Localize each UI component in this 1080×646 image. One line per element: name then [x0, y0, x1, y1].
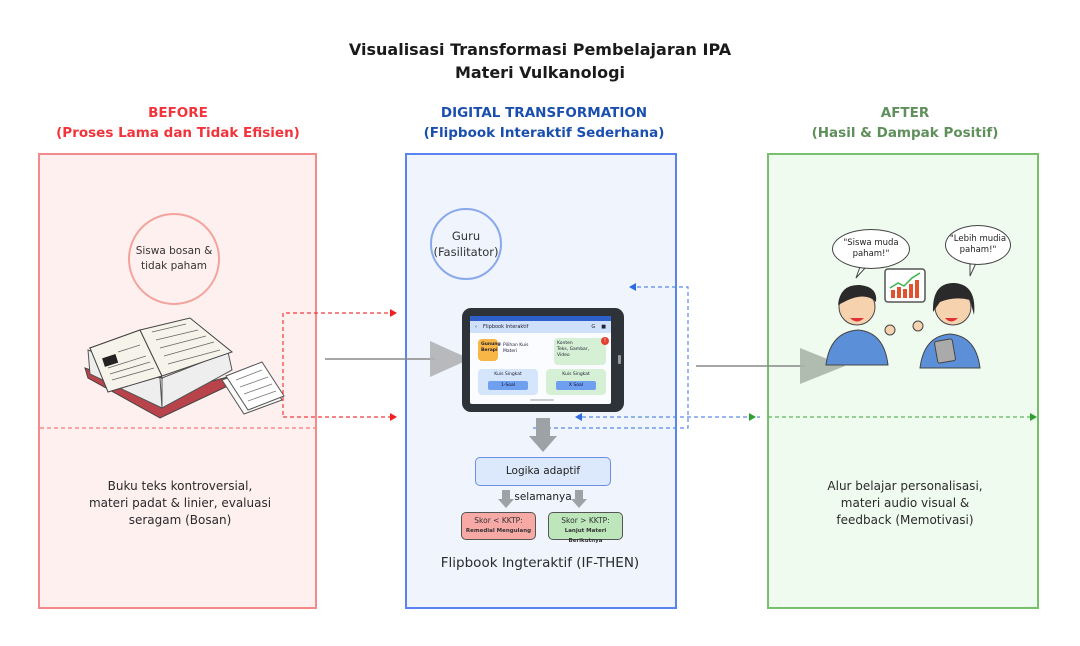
- desc-line-3: feedback (Memotivasi): [836, 513, 974, 527]
- quiz-card-title: Kuis Singkat: [562, 372, 590, 377]
- topic-card: Gunung Berapi: [478, 339, 501, 361]
- before-heading: BEFORE (Proses Lama dan Tidak Efisien): [28, 103, 328, 143]
- desc-line-3: seragam (Bosan): [128, 513, 232, 527]
- student-status-circle: Siswa bosan & tidak paham: [128, 213, 220, 305]
- digital-title: DIGITAL TRANSFORMATION: [440, 105, 648, 121]
- after-panel: [767, 153, 1039, 609]
- speech-bubble-1: "Siswa muda paham!": [832, 229, 910, 269]
- arrowhead-icon: [749, 413, 756, 421]
- condition-action: Remedial Mengulang: [465, 528, 532, 534]
- before-title: BEFORE: [148, 105, 208, 121]
- tablet-home-button: [618, 355, 621, 364]
- content-card: Konten Teks, Gambar, Video: [554, 338, 606, 365]
- quiz-card-title: Kuis Singkat: [494, 372, 522, 377]
- bubble-line-1: "Lebih mudia: [949, 234, 1007, 244]
- flipbook-caption: Flipbook Ingteraktif (IF-THEN): [440, 555, 640, 571]
- quiz-card-2: Kuis Singkat X Soal: [546, 369, 606, 395]
- tablet-statusbar: [470, 316, 611, 321]
- topic-description: Pilihan Kuis Materi: [503, 343, 529, 354]
- condition-high-score: Skor > KKTP: Lanjut Materi Berikutnya: [548, 512, 623, 544]
- arrowhead-icon: [390, 309, 397, 317]
- desc-line-2: materi audio visual &: [840, 496, 970, 510]
- quiz-button: 1-Soal: [488, 381, 528, 390]
- flipbook-tablet: ‹ Flipbook Interaktif G ■ Gunung Berapi …: [462, 308, 624, 412]
- digital-subtitle: (Flipbook Interaktif Sederhana): [423, 125, 665, 141]
- teacher-facilitator-circle: Guru (Fasilitator): [430, 208, 502, 280]
- speech-bubble-2: "Lebih mudia paham!": [945, 225, 1011, 265]
- quiz-card-1: Kuis Singkat 1-Soal: [478, 369, 538, 395]
- bubble-line-2: paham!": [852, 249, 890, 259]
- tablet-screen: ‹ Flipbook Interaktif G ■ Gunung Berapi …: [470, 316, 611, 404]
- title-line-2: Materi Vulkanologi: [454, 63, 626, 82]
- circle-line-2: tidak paham: [141, 260, 207, 272]
- after-heading: AFTER (Hasil & Dampak Positif): [760, 103, 1050, 143]
- condition-title: Skor > KKTP:: [561, 516, 610, 525]
- after-title: AFTER: [880, 105, 930, 121]
- condition-low-score: Skor < KKTP: Remedial Mengulang: [461, 512, 536, 540]
- notification-badge: !: [601, 337, 609, 345]
- quiz-button: X Soal: [556, 381, 596, 390]
- after-description: Alur belajar personalisasi, materi audio…: [790, 478, 1020, 529]
- content-card-title: Konten: [557, 341, 573, 346]
- desc-line-2: materi padat & linier, evaluasi: [88, 496, 272, 510]
- search-icon: G: [591, 324, 596, 330]
- content-card-body: Teks, Gambar, Video: [557, 347, 590, 358]
- condition-title: Skor < KKTP:: [474, 516, 523, 525]
- page-indicator: [530, 399, 554, 401]
- circle-line-1: Siswa bosan &: [135, 245, 213, 257]
- title-line-1: Visualisasi Transformasi Pembelajaran IP…: [348, 40, 732, 59]
- digital-heading: DIGITAL TRANSFORMATION (Flipbook Interak…: [396, 103, 692, 143]
- tablet-appbar: ‹ Flipbook Interaktif G ■: [470, 321, 611, 333]
- desc-line-1: Buku teks kontroversial,: [107, 479, 253, 493]
- desc-line-1: Alur belajar personalisasi,: [827, 479, 983, 493]
- after-subtitle: (Hasil & Dampak Positif): [811, 125, 999, 141]
- adaptive-logic-box: Logika adaptif selamanya: [475, 457, 611, 503]
- bubble-line-2: paham!": [959, 245, 997, 255]
- circle-line-2: (Fasilitator): [433, 245, 499, 259]
- before-description: Buku teks kontroversial, materi padat & …: [60, 478, 300, 529]
- back-icon: ‹: [475, 324, 477, 330]
- menu-icon: ■: [601, 324, 606, 330]
- arrowhead-icon: [390, 413, 397, 421]
- circle-line-1: Guru: [451, 229, 481, 243]
- diagram-title: Visualisasi Transformasi Pembelajaran IP…: [0, 38, 1080, 84]
- before-subtitle: (Proses Lama dan Tidak Efisien): [56, 125, 300, 141]
- appbar-title: Flipbook Interaktif: [483, 324, 529, 330]
- condition-action: Lanjut Materi Berikutnya: [564, 528, 607, 544]
- bubble-line-1: "Siswa muda: [843, 238, 899, 248]
